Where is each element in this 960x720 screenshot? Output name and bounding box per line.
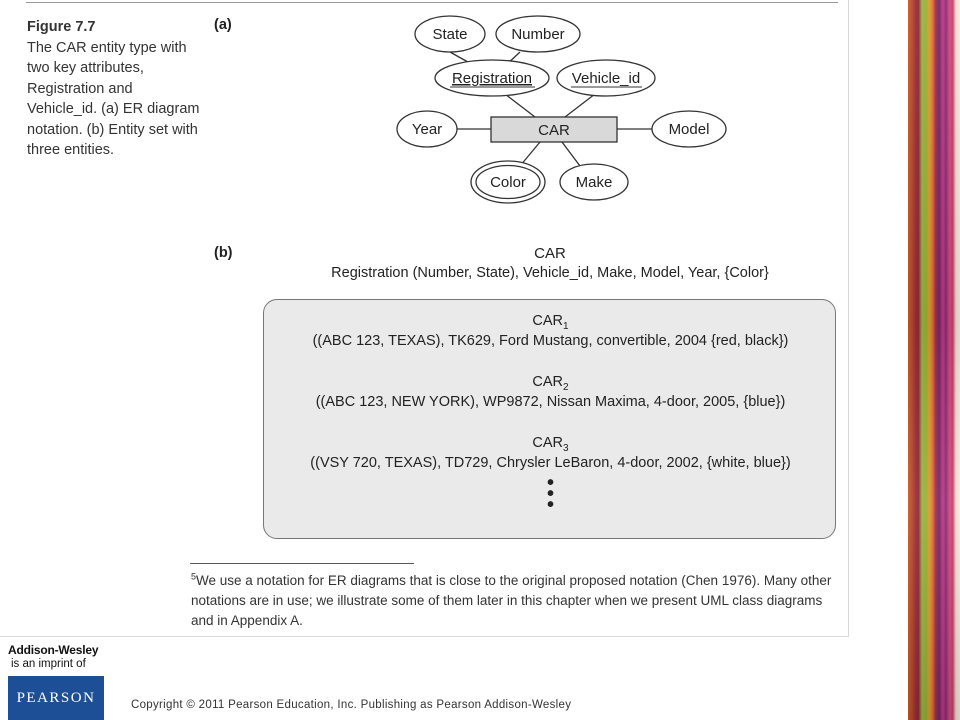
publisher-name: Addison-Wesley xyxy=(8,643,99,657)
decorative-stripe xyxy=(908,0,960,720)
imprint-text: is an imprint of xyxy=(11,658,86,670)
footnote-text: We use a notation for ER diagrams that i… xyxy=(191,573,832,628)
entity-name: CAR1 xyxy=(532,313,569,332)
car-entity: CAR xyxy=(490,116,618,143)
line-color-car xyxy=(519,141,541,167)
figure-caption: Figure 7.7 The CAR entity type with two … xyxy=(27,17,202,161)
copyright-notice: Copyright © 2011 Pearson Education, Inc.… xyxy=(131,699,572,711)
entity-set-box: CAR1 ((ABC 123, TEXAS), TK629, Ford Must… xyxy=(263,299,836,539)
entity-index: 3 xyxy=(563,442,569,454)
figure-label: Figure 7.7 xyxy=(27,19,96,35)
connector-lines xyxy=(449,51,652,167)
registration-key-attribute: Registration xyxy=(434,59,550,97)
model-attribute: Model xyxy=(651,110,727,148)
make-attribute: Make xyxy=(559,163,629,201)
entity-values: ((ABC 123, NEW YORK), WP9872, Nissan Max… xyxy=(315,394,786,410)
entity-name: CAR2 xyxy=(532,374,569,393)
line-registration-car xyxy=(504,93,536,118)
state-label: State xyxy=(432,26,467,43)
entity-name: CAR3 xyxy=(532,435,569,454)
vehicle-id-key-attribute: Vehicle_id xyxy=(556,59,656,97)
number-label: Number xyxy=(511,26,564,43)
year-attribute: Year xyxy=(396,110,458,148)
schema-attribute-list: Registration (Number, State), Vehicle_id… xyxy=(331,265,769,281)
footnote-mark: 5 xyxy=(191,571,197,582)
entity-car-3: CAR3 ((VSY 720, TEXAS), TD729, Chrysler … xyxy=(264,433,837,473)
state-attribute: State xyxy=(414,15,486,53)
entity-car-1: CAR1 ((ABC 123, TEXAS), TK629, Ford Must… xyxy=(264,311,837,351)
car-entity-label: CAR xyxy=(538,122,570,139)
number-attribute: Number xyxy=(495,15,581,53)
decorative-stripe-shade xyxy=(908,0,960,720)
entity-index: 1 xyxy=(563,320,569,332)
year-label: Year xyxy=(412,121,442,138)
line-vehicleid-car xyxy=(564,93,596,118)
ellipsis-dots: • • • xyxy=(546,472,554,516)
footnote: 5We use a notation for ER diagrams that … xyxy=(191,571,836,631)
er-diagram: State Number Registration Vehicle_id CAR… xyxy=(396,15,727,204)
model-label: Model xyxy=(669,121,710,138)
vehicle-id-label: Vehicle_id xyxy=(572,70,640,87)
schema-title: CAR xyxy=(534,245,566,262)
color-label: Color xyxy=(490,174,526,191)
top-rule xyxy=(26,2,838,3)
entity-values: ((ABC 123, TEXAS), TK629, Ford Mustang, … xyxy=(312,333,789,349)
addison-wesley-logo: Addison-Wesley is an imprint of xyxy=(8,643,108,671)
entity-index: 2 xyxy=(563,381,569,393)
line-make-car xyxy=(561,141,581,167)
part-a-label: (a) xyxy=(214,17,232,33)
figure-caption-text: The CAR entity type with two key attribu… xyxy=(27,39,200,159)
entity-values: ((VSY 720, TEXAS), TD729, Chrysler LeBar… xyxy=(310,455,791,471)
textbook-page: Figure 7.7 The CAR entity type with two … xyxy=(0,0,849,637)
part-b-label: (b) xyxy=(214,245,233,261)
footnote-rule xyxy=(190,563,414,564)
registration-label: Registration xyxy=(452,70,532,87)
make-label: Make xyxy=(576,174,613,191)
entity-car-2: CAR2 ((ABC 123, NEW YORK), WP9872, Nissa… xyxy=(264,372,837,412)
color-multivalued-attribute: Color xyxy=(470,160,546,204)
pearson-logo: PEARSON xyxy=(8,676,104,720)
